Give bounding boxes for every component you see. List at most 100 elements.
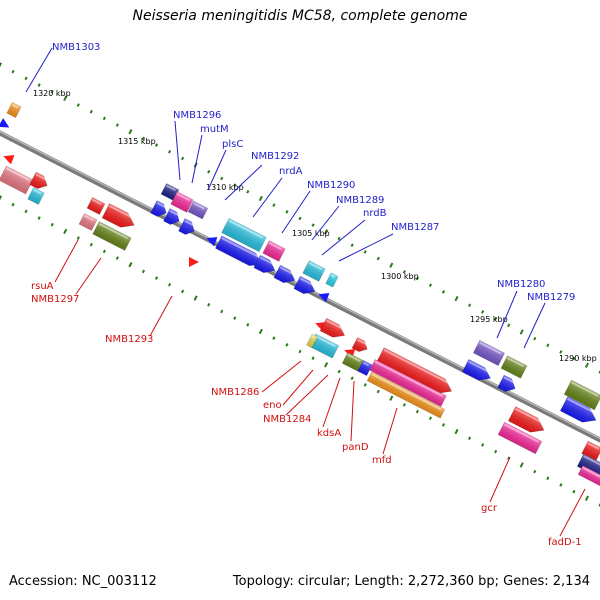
leader-line [489,456,511,503]
gene-feature [170,191,194,213]
gene-label: rsuA [31,281,54,292]
scale-tick [258,195,263,202]
scale-tick [494,449,498,454]
gene-label: NMB1293 [105,334,153,345]
gene-label: NMB1292 [251,151,299,162]
scale-tick [311,223,315,227]
leader-line [322,377,341,428]
leader-line [496,290,518,339]
gene-label: nrdA [279,166,303,177]
gene-features [0,101,600,487]
gene-label: mfd [372,455,392,466]
scale-tick [324,362,329,368]
leader-line [25,47,53,93]
gene-feature [6,101,22,119]
scale-tick [584,495,589,502]
gene-feature [507,406,545,433]
scale-label: 1320 kbp [33,89,71,98]
gene-label: nrdB [363,208,387,219]
gene-feature [325,272,339,288]
gene-feature [461,358,491,381]
gene-feature [497,374,516,392]
leader-line [75,257,102,295]
scale-tick [584,362,589,369]
scale-tick [76,103,80,107]
scale-ticks-top [0,62,600,374]
scale-tick [376,389,380,394]
scale-tick [454,428,459,435]
gene-feature [0,118,10,128]
scale-tick [246,323,250,327]
leader-line [321,219,366,256]
scale-tick [441,290,446,294]
scale-tick [533,336,537,341]
scale-tick [193,295,198,301]
leader-line [149,295,173,337]
gene-label: mutM [200,124,229,135]
scale-labels: 1320 kbp 1315 kbp 1310 kbp 1305 kbp 1300… [33,89,597,363]
scale-tick [141,269,146,274]
scale-tick [167,149,172,154]
scale-label: 1300 kbp [381,272,419,281]
scale-tick [11,69,15,74]
scale-tick [415,409,419,414]
scale-tick [467,303,472,308]
scale-tick [519,329,524,335]
leader-line [174,120,181,181]
gene-feature [0,165,34,195]
scale-tick [181,289,185,294]
gene-label: kdsA [317,428,341,439]
scale-label: 1305 kbp [292,229,330,238]
scale-tick [154,143,159,147]
scale-tick [337,369,341,374]
gene-label: NMB1290 [307,180,355,191]
gene-label: gcr [481,503,498,514]
gene-feature [273,264,296,284]
leader-line [207,149,227,191]
scale-tick [89,109,93,114]
leader-line [285,374,329,416]
gene-feature [206,237,218,247]
gene-feature [559,396,597,423]
gene-feature [221,217,267,253]
gene-label: NMB1287 [391,222,439,233]
scale-tick [311,356,315,360]
scale-tick [37,83,41,87]
scale-tick [89,242,93,247]
gene-feature [366,371,446,419]
gene-feature [319,317,346,338]
leader-line [282,369,314,406]
gene-feature [253,254,276,274]
accession-text: Accession: NC_003112 [9,574,157,589]
scale-tick [363,250,367,254]
gene-feature [577,465,600,487]
gene-feature [163,208,180,225]
gene-feature [351,337,368,352]
gene-label: fadD-1 [548,537,582,548]
leader-line [311,205,340,241]
genome-summary-text: Topology: circular; Length: 2,272,360 bp… [232,574,590,589]
gene-feature [215,235,262,267]
scale-tick [481,310,485,314]
scale-label: 1290 kbp [559,354,597,363]
scale-tick [363,383,367,387]
leader-line [281,190,311,234]
scale-tick [298,349,302,354]
scale-tick [415,276,419,281]
scale-tick [285,210,289,214]
scale-tick [494,316,498,321]
gene-feature [302,260,326,282]
scale-tick [63,95,68,102]
scale-tick [11,202,15,207]
scale-tick [598,370,600,374]
gene-feature [293,275,316,295]
scale-tick [441,423,446,427]
scale-tick [376,256,380,261]
scale-tick [559,350,563,354]
scale-tick [0,195,3,201]
scale-tick [428,416,433,421]
scale-tick [220,309,224,314]
gene-feature [472,339,506,367]
scale-tick [128,262,133,268]
